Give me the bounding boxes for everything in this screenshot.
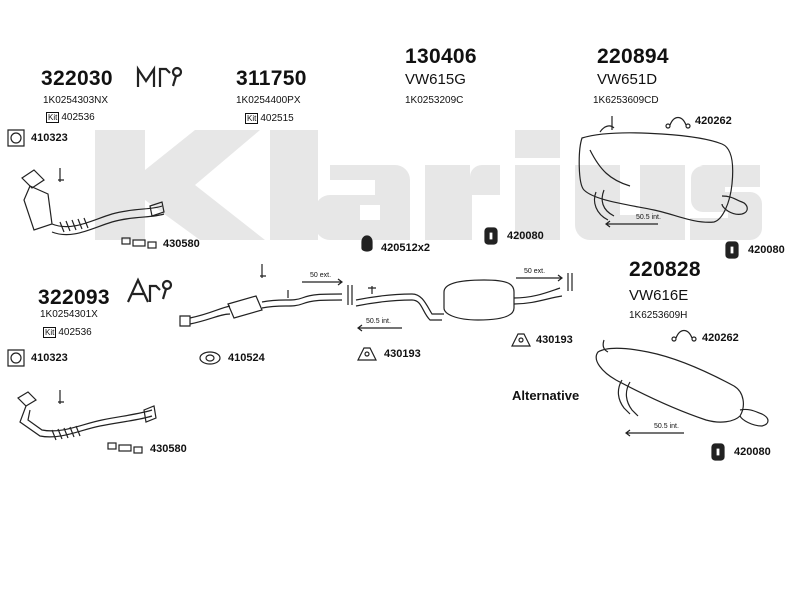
- alternative-label: Alternative: [512, 388, 580, 403]
- kit-icon: Kit: [46, 112, 60, 123]
- ref-430193-b: 430193: [536, 334, 573, 346]
- ref-420262-top: 420262: [695, 115, 732, 127]
- gasket-410323-top-icon: [7, 129, 25, 147]
- part-322093-oem: 1K0254301X: [40, 309, 98, 320]
- part-322030-oem: 1K0254303NX: [43, 95, 109, 106]
- part-311750-oem: 1K0254400PX: [236, 95, 301, 106]
- dim-arrow-505int-a: [357, 324, 402, 332]
- rear-silencer-220894-drawing: [578, 116, 748, 223]
- part-130406-code: VW615G: [405, 71, 466, 88]
- dim-label-50ext-b: 50 ext.: [524, 268, 546, 275]
- kit-icon: Kit: [245, 113, 259, 124]
- front-pipe-322030-drawing: [21, 168, 165, 236]
- hanger-430193-a-icon: [357, 347, 377, 361]
- mounting-icon: [136, 65, 183, 87]
- ref-410323-bottom: 410323: [31, 352, 68, 364]
- dim-label-505int-b: 50.5 int.: [636, 214, 661, 221]
- pipe-joint-left: [347, 285, 353, 305]
- rubber-mount-420080-b-icon: [725, 241, 739, 259]
- part-130406-oem: 1K0253209C: [405, 95, 464, 106]
- part-322093-number: 322093: [38, 286, 110, 309]
- part-130406-number: 130406: [405, 45, 477, 68]
- part-220828-oem: 1K6253609H: [629, 310, 688, 321]
- part-311750-kit-number: 402515: [260, 113, 294, 124]
- rubber-mount-420080-c-icon: [711, 443, 725, 461]
- clamp-420512-icon: [361, 235, 373, 252]
- part-220894-oem: 1K6253609CD: [593, 95, 659, 106]
- pipe-joint-right: [567, 273, 573, 291]
- ref-430193-a: 430193: [384, 348, 421, 360]
- ref-410323-top: 410323: [31, 132, 68, 144]
- bracket-430580-top-icon: [121, 237, 157, 249]
- ref-420080-b: 420080: [748, 244, 785, 256]
- hanger-420262-bottom-icon: [671, 329, 697, 342]
- dim-label-505int-c: 50.5 int.: [654, 423, 679, 430]
- gasket-410323-bottom-icon: [7, 349, 25, 367]
- ref-420262-bottom: 420262: [702, 332, 739, 344]
- part-322093-kit-number: 402536: [58, 327, 92, 338]
- part-322030-number: 322030: [41, 67, 113, 90]
- bracket-430580-bottom-icon: [107, 442, 143, 454]
- part-311750-number: 311750: [236, 67, 307, 90]
- front-pipe-322093-drawing: [17, 390, 157, 441]
- dim-arrow-50ext-a: [302, 278, 343, 286]
- ref-420080-a: 420080: [507, 230, 544, 242]
- part-220828-code: VW616E: [629, 287, 689, 304]
- dim-arrow-50ext-b: [516, 274, 563, 282]
- ref-430580-top: 430580: [163, 238, 200, 250]
- dim-label-50ext-a: 50 ext.: [310, 272, 332, 279]
- middle-silencer-130406-drawing: [355, 279, 563, 321]
- ref-410524: 410524: [228, 352, 265, 364]
- assembly-icon: [126, 277, 173, 303]
- rear-silencer-220828-drawing: [595, 339, 769, 427]
- dim-label-505int-a: 50.5 int.: [366, 318, 391, 325]
- gasket-410524-icon: [199, 351, 221, 365]
- dim-arrow-505int-b: [605, 220, 658, 228]
- kit-icon: Kit: [43, 327, 57, 338]
- dim-arrow-505int-c: [625, 429, 684, 437]
- hanger-420262-top-icon: [665, 116, 691, 129]
- part-220828-number: 220828: [629, 258, 701, 281]
- hanger-430193-b-icon: [511, 333, 531, 347]
- part-322030-kit-number: 402536: [61, 112, 95, 123]
- part-220894-code: VW651D: [597, 71, 658, 88]
- ref-420080-c: 420080: [734, 446, 771, 458]
- part-220894-number: 220894: [597, 45, 669, 68]
- center-pipe-311750-drawing: [179, 264, 343, 327]
- ref-430580-bottom: 430580: [150, 443, 187, 455]
- ref-420512: 420512x2: [381, 242, 430, 254]
- rubber-mount-420080-a-icon: [484, 227, 498, 245]
